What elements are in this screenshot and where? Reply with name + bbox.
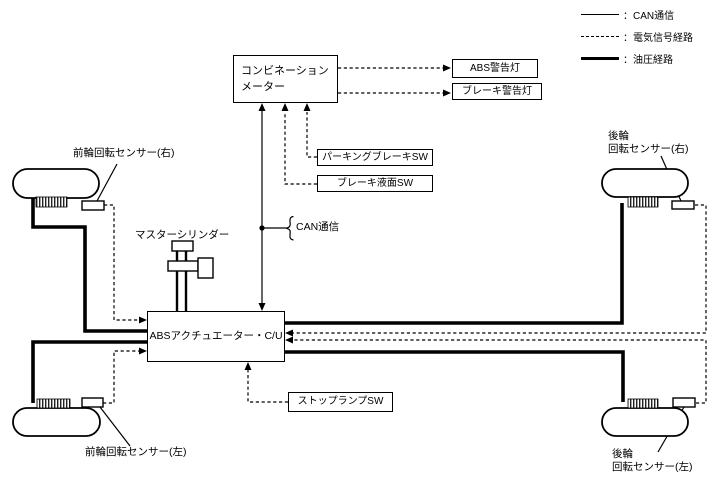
hub-front-left [36, 398, 71, 409]
arrowhead [443, 64, 451, 72]
legend-line-sample-hydraulic [581, 56, 619, 60]
legend-label: ：電気信号経路 [623, 32, 693, 44]
front-right-sensor-label: 前輪回転センサー(右) [73, 147, 175, 159]
tires [12, 168, 689, 437]
signal-line-rear-left-sensor [293, 339, 707, 404]
arrowhead [139, 316, 147, 324]
hydraulic-lines [31, 198, 625, 403]
front-left-sensor-label: 前輪回転センサー(左) [85, 446, 187, 458]
sensor-front-left [81, 397, 104, 408]
master-cylinder-body [167, 260, 199, 272]
can-bus-label: CAN通信 [296, 221, 340, 233]
signal-line-front-right-sensor [104, 204, 140, 321]
sensor-front-right [81, 200, 105, 211]
brake-warning-lamp-box: ブレーキ警告灯 [452, 83, 542, 100]
combination-meter-box: コンビネーション メーター [233, 55, 338, 103]
arrowhead [285, 336, 293, 344]
legend-label: ：油圧経路 [623, 54, 673, 66]
leader-front-left [99, 406, 131, 447]
brake-fluid-level-sw-box: ブレーキ液面SW [317, 175, 433, 192]
can-line [258, 103, 294, 311]
hub-rear-left [627, 398, 659, 409]
master-cylinder-reservoir [197, 257, 214, 279]
master-cylinder-label: マスターシリンダー [135, 229, 230, 241]
can-label-brace [285, 215, 294, 241]
arrowhead [443, 89, 451, 97]
legend: ：CAN通信 ：電気信号経路 ：油圧経路 [581, 3, 693, 69]
hub-rear-right [627, 196, 659, 208]
legend-line-sample-can [581, 13, 619, 15]
hydraulic-line-front-left [31, 340, 148, 403]
tire-front-left [12, 407, 101, 437]
legend-item-hydraulic: ：油圧経路 [581, 47, 693, 69]
sensor-rear-right [671, 200, 695, 210]
stop-lamp-sw-box: ストップランプSW [288, 392, 393, 412]
arrowhead [244, 362, 252, 370]
arrowhead [281, 103, 289, 111]
arrowhead [303, 103, 311, 111]
legend-item-can: ：CAN通信 [581, 3, 693, 25]
legend-label: ：CAN通信 [623, 10, 675, 22]
arrowhead [139, 347, 147, 355]
master-cylinder-cap [171, 240, 194, 252]
arrowhead [285, 329, 293, 337]
signal-lines [103, 64, 707, 404]
rear-right-sensor-label: 後輪 回転センサー(右) [608, 130, 689, 156]
signal-line-front-left-sensor [103, 350, 140, 404]
parking-brake-sw-box: パーキングブレーキSW [317, 149, 433, 166]
hydraulic-line-front-right [31, 198, 148, 333]
signal-line-parking-brake-sw [306, 112, 317, 158]
arrowhead [258, 103, 266, 111]
signal-line-brake-fluid-sw [284, 112, 317, 185]
wheel-hubs [35, 196, 659, 409]
wheel-sensors [81, 200, 696, 408]
master-cylinder-shape [167, 240, 214, 311]
hydraulic-line-rear-right [284, 203, 624, 325]
hydraulic-line-rear-left [284, 350, 625, 402]
tire-front-right [12, 168, 100, 199]
leader-front-right [96, 163, 118, 202]
arrowhead [258, 303, 266, 311]
signal-line-stop-lamp-sw [247, 370, 288, 403]
rear-left-sensor-label: 後輪 回転センサー(左) [612, 448, 693, 474]
hub-front-right [35, 196, 68, 208]
abs-actuator-box: ABSアクチュエーター・C/U [147, 311, 285, 362]
tire-rear-right [601, 168, 689, 198]
legend-line-sample-signal [581, 35, 619, 37]
signal-line-rear-right-sensor [293, 204, 707, 334]
legend-item-signal: ：電気信号経路 [581, 25, 693, 47]
abs-warning-lamp-box: ABS警告灯 [452, 59, 538, 78]
sensor-rear-left [672, 397, 696, 408]
tire-rear-left [601, 407, 689, 437]
